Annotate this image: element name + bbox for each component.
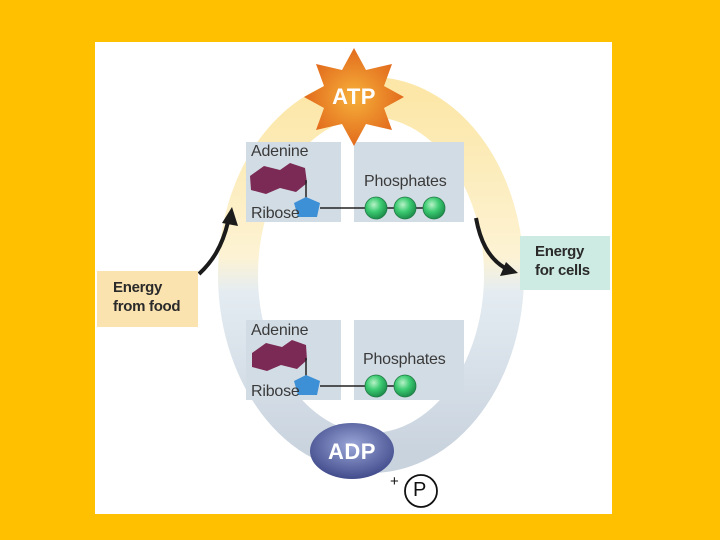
- top-phosphates-label: Phosphates: [364, 173, 447, 190]
- bottom-adenine-label: Adenine: [251, 322, 309, 339]
- top-ribose-label: Ribose: [251, 205, 300, 222]
- adenine-shape: [252, 340, 307, 371]
- adp-oval: [310, 423, 394, 479]
- phosphate-circle-icon: [404, 474, 438, 508]
- ribose-shape: [294, 375, 320, 395]
- phosphate-ball: [393, 374, 417, 398]
- energy-from-food-line2: from food: [113, 298, 181, 315]
- energy-from-food-line1: Energy: [113, 279, 163, 296]
- ribose-shape: [294, 197, 320, 217]
- energy-for-cells-line1: Energy: [535, 243, 585, 260]
- phosphate-symbol: P: [413, 479, 427, 501]
- bottom-phosphates-label: Phosphates: [363, 351, 446, 368]
- energy-from-food-box: Energy from food: [97, 271, 198, 327]
- energy-for-cells-line2: for cells: [535, 262, 590, 279]
- adp-molecule: [252, 340, 417, 398]
- phosphate-ball: [364, 196, 388, 220]
- adenine-shape: [250, 163, 307, 194]
- phosphate-ball: [422, 196, 446, 220]
- atp-label: ATP: [332, 84, 376, 109]
- energy-in-arrow-icon: [197, 207, 238, 276]
- energy-for-cells-box: Energy for cells: [520, 236, 610, 290]
- adp-label: ADP: [328, 439, 376, 464]
- bottom-ribose-label: Ribose: [251, 383, 300, 400]
- plus-sign: +: [390, 473, 399, 490]
- phosphate-ball: [393, 196, 417, 220]
- atp-starburst: [304, 48, 404, 146]
- top-adenine-label: Adenine: [251, 143, 309, 160]
- phosphate-ball: [364, 374, 388, 398]
- energy-out-arrow-icon: [474, 217, 518, 276]
- atp-molecule: [250, 163, 446, 220]
